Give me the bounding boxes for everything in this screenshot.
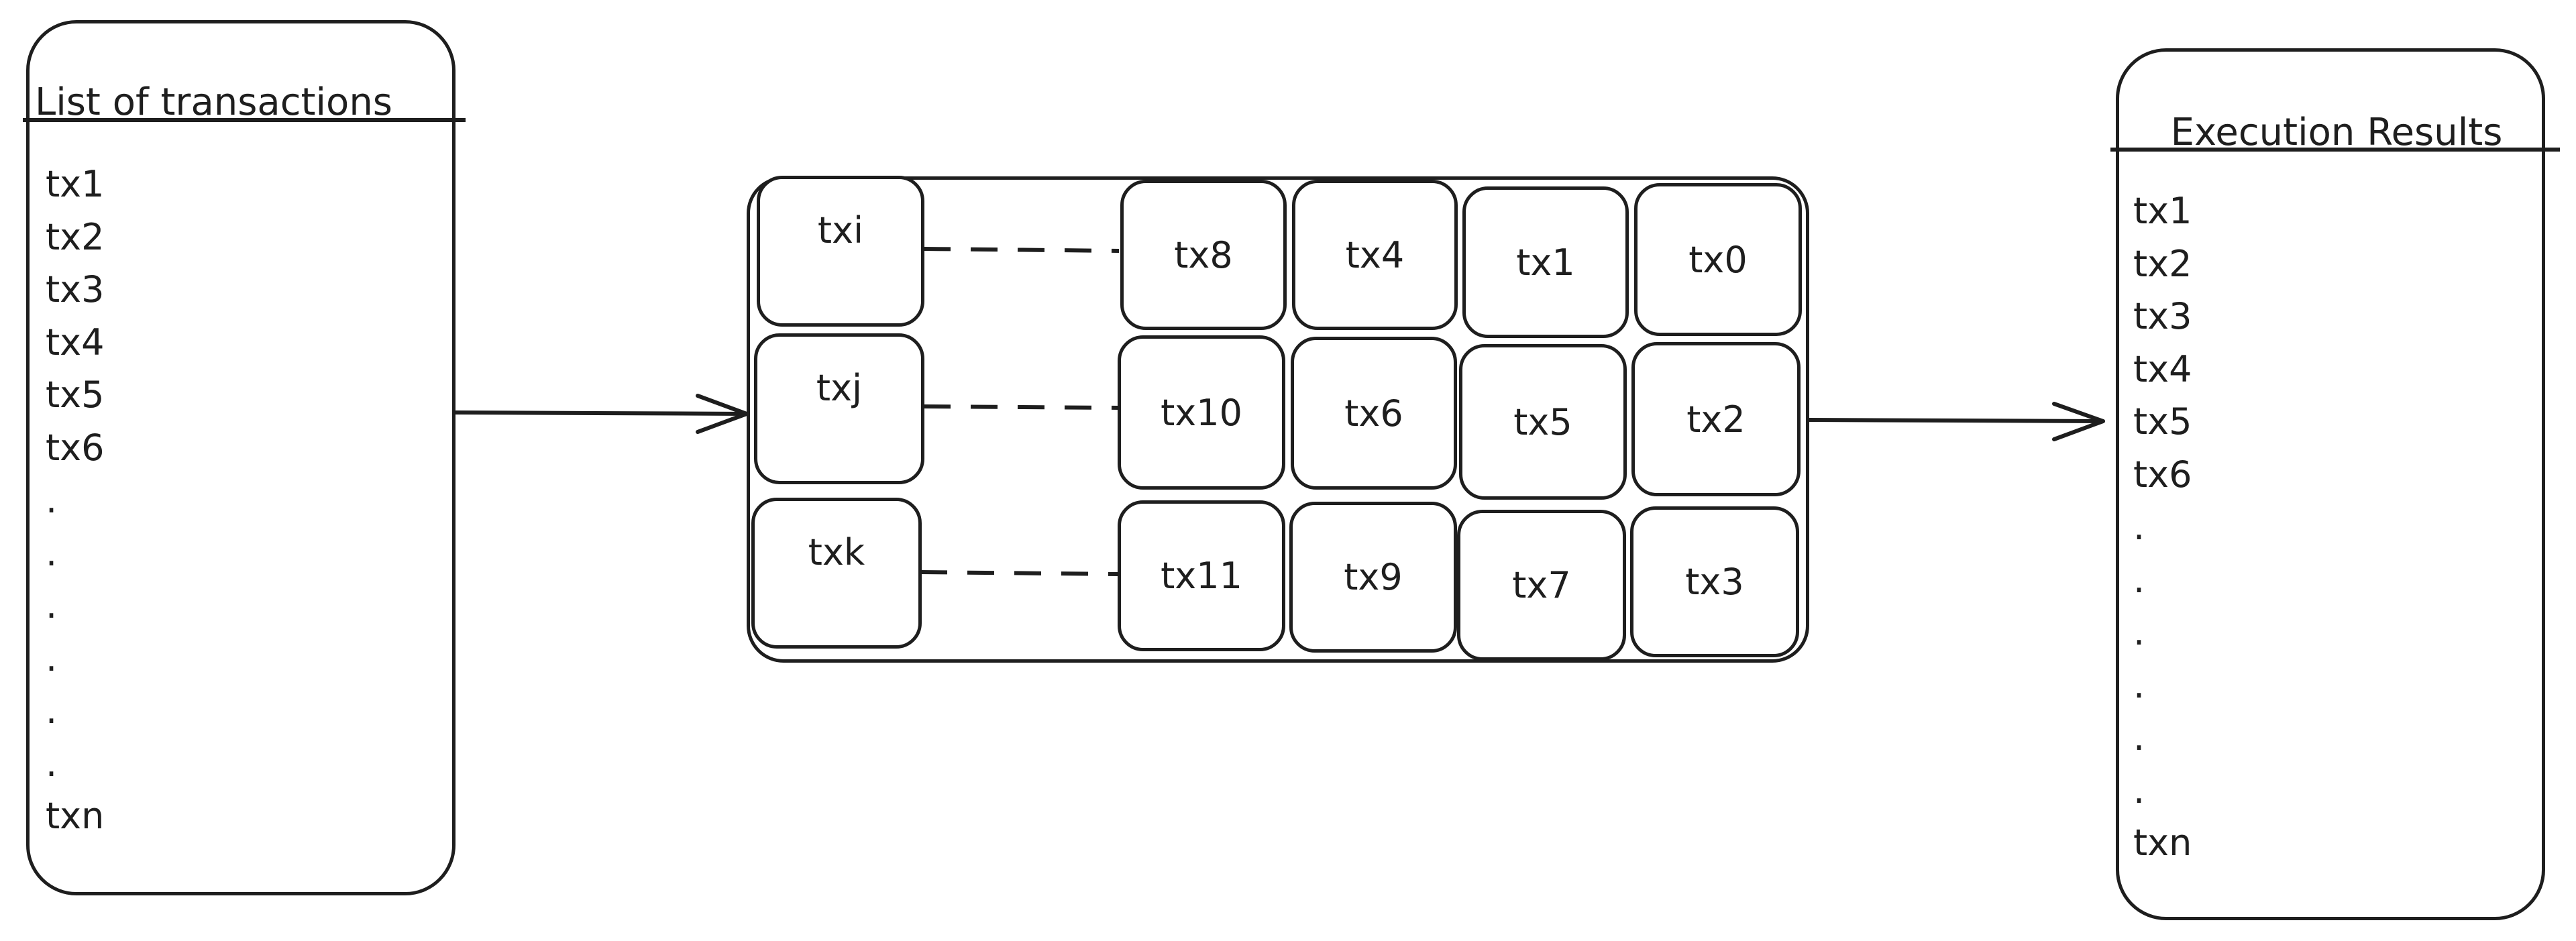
transactions-list-divider — [23, 118, 466, 122]
list-item: tx2 — [46, 215, 105, 258]
list-item: txn — [46, 795, 105, 837]
output-arrow — [1807, 402, 2105, 441]
transactions-list-title: List of transactions — [35, 80, 392, 124]
list-item: tx3 — [2133, 295, 2192, 337]
grid-cell-tx0: tx0 — [1634, 183, 1802, 336]
queue-link-txk — [920, 570, 1120, 576]
queue-cell-txi: txi — [757, 176, 924, 327]
list-item: tx5 — [2133, 400, 2192, 443]
list-item: . — [46, 689, 58, 732]
queue-link-txj — [923, 404, 1120, 410]
input-arrow — [451, 394, 749, 434]
list-item: tx4 — [46, 321, 105, 364]
scheduler-container — [747, 176, 1809, 663]
list-item: tx4 — [2133, 347, 2192, 390]
grid-cell-tx5: tx5 — [1459, 344, 1627, 500]
list-item: . — [2133, 611, 2145, 653]
grid-cell-tx10: tx10 — [1118, 335, 1285, 490]
list-item: tx1 — [46, 163, 105, 205]
queue-link-txi — [923, 247, 1120, 253]
execution-results-divider — [2110, 148, 2560, 152]
grid-cell-tx11: tx11 — [1118, 500, 1285, 651]
list-item: . — [46, 531, 58, 574]
grid-cell-tx3: tx3 — [1630, 506, 1799, 657]
list-item: . — [46, 742, 58, 785]
execution-results-title: Execution Results — [2170, 111, 2503, 154]
list-item: tx2 — [2133, 242, 2192, 285]
list-item: tx1 — [2133, 190, 2192, 232]
transactions-list-panel: List of transactions — [26, 20, 455, 895]
list-item: . — [2133, 558, 2145, 601]
grid-cell-tx2: tx2 — [1631, 342, 1801, 496]
grid-cell-tx6: tx6 — [1291, 337, 1457, 490]
grid-cell-tx8: tx8 — [1120, 180, 1287, 330]
grid-cell-tx9: tx9 — [1289, 502, 1457, 653]
list-item: . — [46, 636, 58, 679]
execution-results-list: tx1 tx2 tx3 tx4 tx5 tx6 . . . . . . txn — [2133, 185, 2192, 870]
list-item: tx5 — [46, 374, 105, 416]
transactions-list: tx1 tx2 tx3 tx4 tx5 tx6 . . . . . . txn — [46, 158, 105, 843]
grid-cell-tx7: tx7 — [1457, 510, 1626, 661]
list-item: txn — [2133, 822, 2192, 864]
list-item: . — [2133, 506, 2145, 548]
list-item: . — [46, 479, 58, 521]
list-item: tx6 — [2133, 453, 2192, 496]
grid-cell-tx4: tx4 — [1292, 180, 1458, 330]
list-item: . — [2133, 663, 2145, 706]
list-item: tx6 — [46, 426, 105, 469]
execution-results-panel: Execution Results — [2116, 48, 2545, 920]
grid-cell-tx1: tx1 — [1462, 186, 1629, 338]
queue-cell-txj: txj — [754, 333, 924, 484]
list-item: . — [2133, 716, 2145, 759]
queue-cell-txk: txk — [751, 498, 922, 649]
list-item: . — [2133, 769, 2145, 812]
list-item: . — [46, 584, 58, 626]
list-item: tx3 — [46, 268, 105, 311]
